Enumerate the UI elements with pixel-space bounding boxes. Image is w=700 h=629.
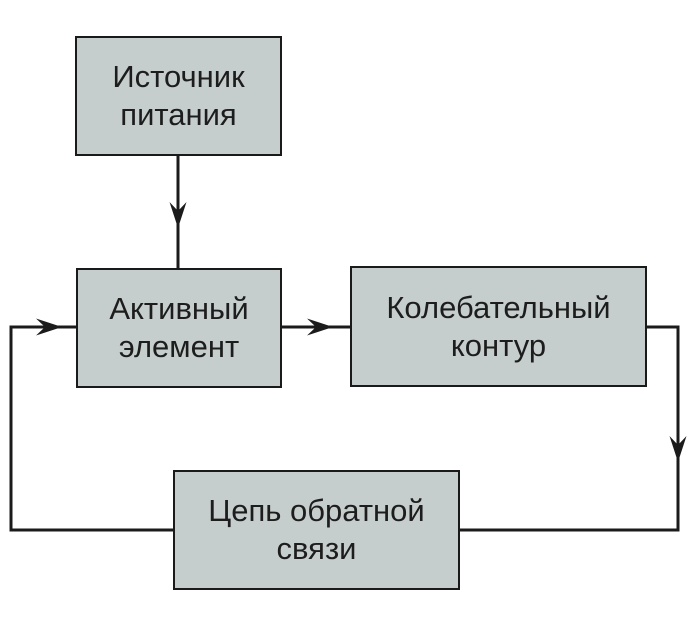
edge-tank-to-feedback xyxy=(460,325,680,532)
node-tank-circuit-label-line2: контур xyxy=(450,327,547,363)
node-tank-circuit-label-line1: Колебательный xyxy=(386,289,611,325)
edge-power-to-active-arrowhead-icon xyxy=(169,202,187,228)
node-active-element-label-line2: элемент xyxy=(118,329,240,364)
node-active-element: Активный элемент xyxy=(76,268,282,388)
edge-feedback-to-active-arrowhead-icon xyxy=(36,318,62,336)
node-power-source-label-line2: питания xyxy=(120,97,237,132)
node-power-source-label-line1: Источник xyxy=(112,59,245,94)
node-power-source: Источник питания xyxy=(75,36,282,156)
node-feedback-circuit-label-line2: связи xyxy=(276,531,357,566)
edge-feedback-to-active xyxy=(9,325,173,532)
edge-active-to-tank-arrowhead-icon xyxy=(307,318,333,336)
node-feedback-circuit: Цепь обратной связи xyxy=(173,470,460,590)
node-active-element-label-line1: Активный xyxy=(109,291,249,326)
node-tank-circuit: Колебательный контур xyxy=(350,266,647,387)
node-feedback-circuit-label-line1: Цепь обратной xyxy=(208,493,425,528)
edge-tank-to-feedback-arrowhead-icon xyxy=(669,436,687,462)
